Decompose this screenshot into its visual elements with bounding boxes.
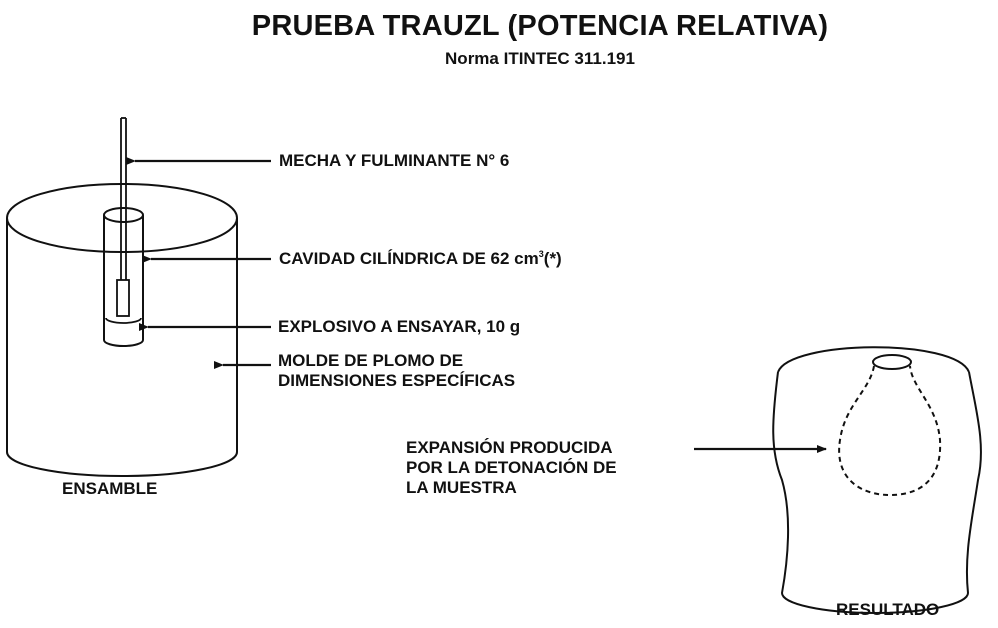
label-expansion-line3: LA MUESTRA (406, 478, 517, 497)
fuse (120, 117, 127, 280)
label-cavidad-text: CAVIDAD CILÍNDRICA DE 62 cm (279, 249, 539, 268)
page-subtitle: Norma ITINTEC 311.191 (445, 49, 635, 68)
lead-block-assembly (6, 183, 238, 477)
result-cavity-mouth (872, 354, 912, 370)
result-block (772, 346, 982, 614)
label-molde: MOLDE DE PLOMO DE DIMENSIONES ESPECÍFICA… (278, 351, 515, 391)
label-ensamble: ENSAMBLE (62, 479, 158, 498)
label-expansion: EXPANSIÓN PRODUCIDA POR LA DETONACIÓN DE… (406, 438, 617, 498)
label-cavidad-note: (*) (543, 249, 562, 268)
label-cavidad-sup: 3 (538, 249, 544, 259)
detonator (116, 279, 130, 317)
page-title: PRUEBA TRAUZL (POTENCIA RELATIVA) (251, 10, 829, 42)
result-block-body (772, 371, 982, 614)
label-explosivo: EXPLOSIVO A ENSAYAR, 10 g (278, 317, 521, 336)
cavity (103, 207, 144, 347)
lead-block-body (6, 218, 238, 477)
label-resultado: RESULTADO (836, 600, 940, 619)
label-expansion-line1: EXPANSIÓN PRODUCIDA (406, 438, 613, 457)
label-mecha: MECHA Y FULMINANTE N° 6 (279, 151, 510, 170)
label-cavidad: CAVIDAD CILÍNDRICA DE 62 cm3(*) (279, 249, 562, 269)
expanded-cavity (838, 365, 942, 497)
label-molde-line2: DIMENSIONES ESPECÍFICAS (278, 371, 516, 390)
result-block-top (777, 346, 970, 373)
label-molde-line1: MOLDE DE PLOMO DE (278, 351, 464, 370)
explosive-sample (105, 317, 142, 324)
left-arrows (126, 157, 271, 369)
label-expansion-line2: POR LA DETONACIÓN DE (406, 458, 617, 477)
